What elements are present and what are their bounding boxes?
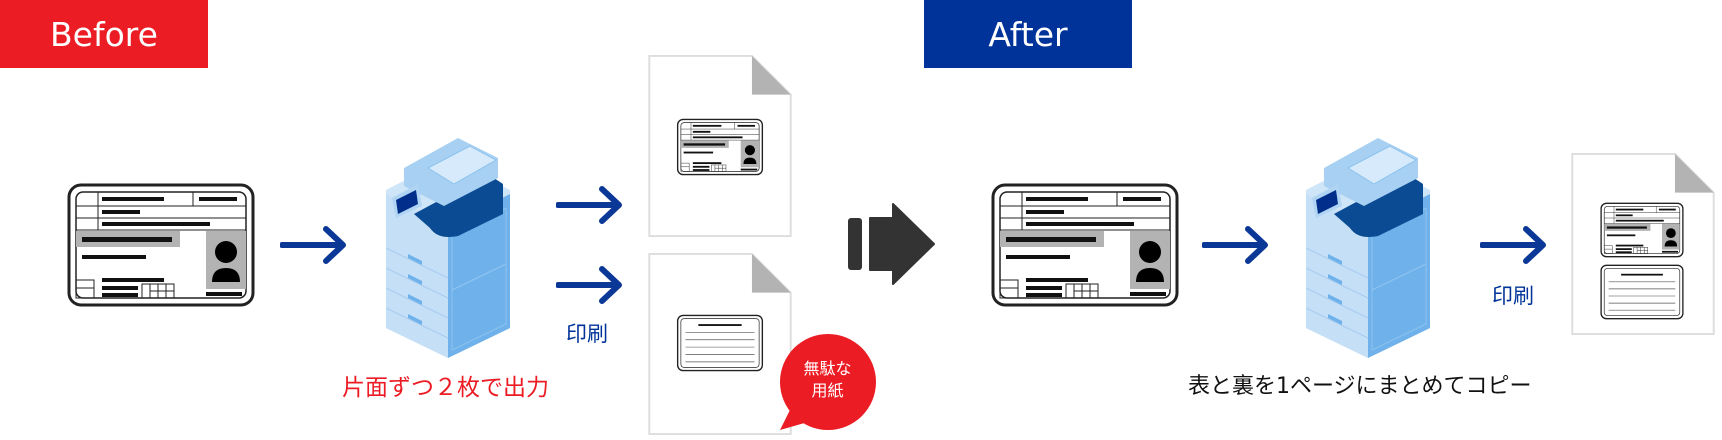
after-caption: 表と裏を1ページにまとめてコピー [1188, 374, 1532, 399]
after-label: After [924, 0, 1132, 68]
copier-icon [378, 128, 518, 358]
arrow-right-icon [1480, 225, 1548, 265]
waste-badge [780, 334, 876, 430]
waste-badge-line1: 無駄な [803, 359, 852, 378]
id-card-icon [990, 182, 1180, 308]
id-card-back-icon [675, 314, 765, 372]
before-print-label: 印刷 [566, 322, 608, 346]
id-card-front-icon [675, 118, 765, 176]
arrow-right-icon [1202, 225, 1270, 265]
arrow-right-icon [280, 225, 348, 265]
copier-icon [1298, 128, 1438, 358]
arrow-right-icon [556, 265, 624, 305]
id-card-front-icon [1598, 202, 1686, 258]
arrow-right-icon [556, 185, 624, 225]
id-card-back-icon [1598, 264, 1686, 320]
waste-badge-text: 無駄な 用紙 [780, 358, 875, 402]
before-label: Before [0, 0, 208, 68]
transition-arrow-icon [848, 203, 935, 285]
before-caption: 片面ずつ２枚で出力 [342, 375, 549, 401]
id-card-icon [66, 182, 256, 308]
waste-badge-line2: 用紙 [811, 381, 844, 400]
after-print-label: 印刷 [1492, 284, 1534, 308]
